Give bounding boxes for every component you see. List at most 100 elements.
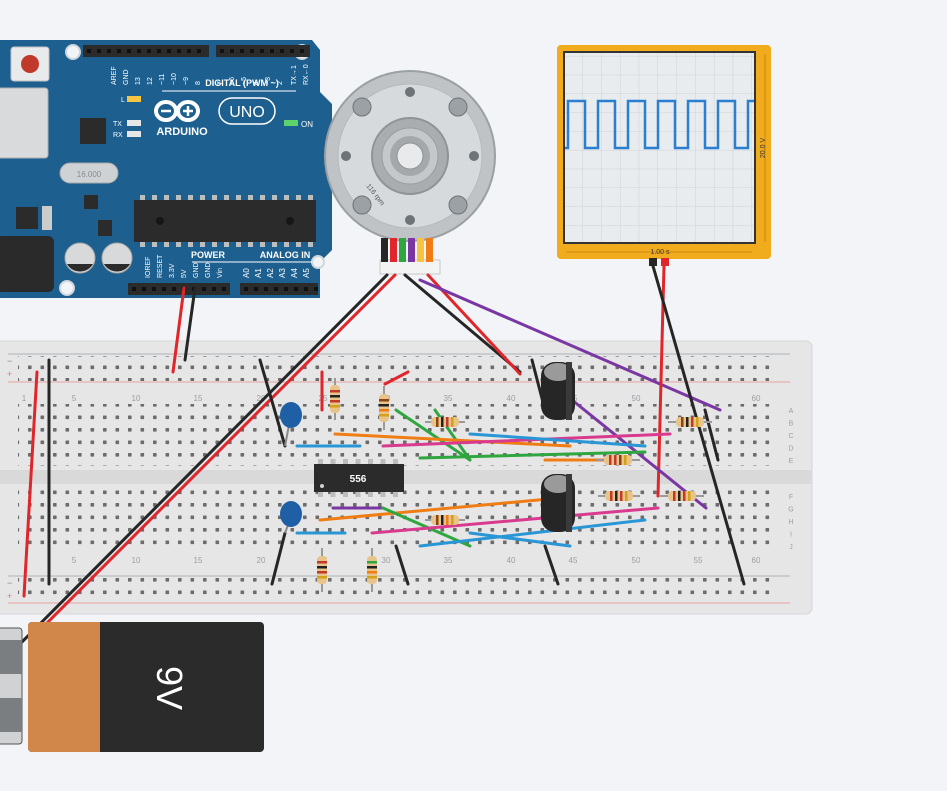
digital-pin-label: 2 bbox=[277, 81, 284, 85]
digital-pin-label: ~11 bbox=[159, 74, 166, 85]
motor-screws bbox=[341, 87, 479, 225]
column-number: 1 bbox=[22, 394, 27, 403]
crystal bbox=[59, 162, 119, 184]
resistor-8[interactable] bbox=[425, 515, 465, 525]
column-number: 35 bbox=[444, 394, 453, 403]
probe-positive[interactable] bbox=[661, 258, 669, 266]
digital-pin-label: 8 bbox=[195, 81, 202, 85]
digital-pin-label: 4 bbox=[253, 81, 260, 85]
resistor-10[interactable] bbox=[367, 548, 377, 592]
rail-minus-bottom: − bbox=[7, 578, 12, 588]
power-header[interactable] bbox=[128, 283, 230, 295]
l-led-label: L bbox=[121, 97, 125, 104]
column-number: 45 bbox=[569, 556, 578, 565]
column-number: 15 bbox=[194, 394, 203, 403]
voltage-scale-label: 20.0 V bbox=[760, 138, 767, 159]
digital-pin-label: ~3 bbox=[265, 77, 272, 85]
electrolytic-capacitor-2[interactable] bbox=[541, 474, 575, 532]
column-number: 50 bbox=[632, 556, 641, 565]
analog-pin-label: A5 bbox=[302, 268, 311, 278]
digital-pin-label: 12 bbox=[147, 77, 154, 85]
digital-pin-label: AREF bbox=[111, 66, 118, 85]
rail-plus-bottom: + bbox=[7, 591, 12, 601]
breadboard[interactable]: − + − + 1510152025303540455060 510152025… bbox=[0, 340, 813, 615]
row-letter: I bbox=[790, 532, 792, 539]
resistor-1[interactable] bbox=[330, 378, 340, 420]
crystal-label: 16.000 bbox=[77, 170, 102, 179]
electrolytic-capacitor-1[interactable] bbox=[541, 362, 575, 420]
ic-556-timer[interactable]: 556 bbox=[314, 459, 404, 497]
row-letter: E bbox=[789, 458, 794, 465]
analog-pin-label: A3 bbox=[278, 268, 287, 278]
ceramic-capacitor-1[interactable] bbox=[280, 402, 302, 447]
ceramic-capacitor-2[interactable] bbox=[280, 501, 302, 534]
analog-pin-label: A1 bbox=[254, 268, 263, 278]
column-number: 30 bbox=[382, 556, 391, 565]
resistor-9[interactable] bbox=[317, 548, 327, 592]
on-label: ON bbox=[301, 120, 313, 129]
bottom-terminal-holes[interactable] bbox=[18, 490, 778, 552]
power-pin-label: 5V bbox=[181, 269, 188, 278]
row-letter: J bbox=[789, 544, 793, 551]
probe-negative[interactable] bbox=[649, 258, 657, 266]
row-letter: F bbox=[789, 494, 793, 501]
column-number: 35 bbox=[444, 556, 453, 565]
resistor-7[interactable] bbox=[660, 491, 704, 501]
column-number: 10 bbox=[132, 556, 141, 565]
column-number: 15 bbox=[194, 556, 203, 565]
row-letter: G bbox=[788, 507, 793, 514]
battery-label: 9V bbox=[149, 666, 190, 710]
power-label: POWER bbox=[191, 250, 226, 260]
power-pin-label: 3.3V bbox=[169, 263, 176, 278]
power-pin-label: IOREF bbox=[145, 257, 152, 278]
tx-led bbox=[127, 120, 141, 126]
digital-pin-label: 7 bbox=[217, 81, 224, 85]
components[interactable]: 556 bbox=[280, 362, 712, 592]
digital-pin-label: GND bbox=[123, 69, 130, 85]
wires[interactable] bbox=[10, 264, 746, 654]
oscilloscope[interactable]: 1.00 s 20.0 V bbox=[557, 45, 771, 266]
rail-minus-top: − bbox=[7, 356, 12, 366]
resistor-5[interactable] bbox=[598, 491, 640, 501]
usb-chip bbox=[80, 118, 106, 144]
column-number: 60 bbox=[752, 556, 761, 565]
digital-header-1[interactable] bbox=[83, 45, 209, 57]
uno-badge bbox=[218, 97, 276, 125]
power-pin-label: RESET bbox=[157, 254, 164, 278]
digital-pin-label: RX←0 bbox=[303, 64, 310, 85]
row-letter: C bbox=[788, 433, 793, 440]
column-number: 5 bbox=[72, 556, 77, 565]
resistor-2[interactable] bbox=[379, 386, 389, 430]
resistor-6[interactable] bbox=[668, 417, 712, 427]
rx-label: RX bbox=[113, 132, 123, 139]
analog-header[interactable] bbox=[240, 283, 318, 295]
ic-label: 556 bbox=[350, 474, 367, 485]
row-letter: D bbox=[788, 446, 793, 453]
motor-hex-screws bbox=[352, 97, 468, 215]
atmega-chip bbox=[134, 200, 316, 242]
tx-label: TX bbox=[113, 121, 122, 128]
digital-pin-label: 13 bbox=[135, 77, 142, 85]
analog-label: ANALOG IN bbox=[260, 250, 311, 260]
motor-shaft bbox=[396, 142, 424, 170]
resistor-3[interactable] bbox=[425, 417, 465, 427]
resistor-4[interactable] bbox=[596, 455, 640, 465]
analog-pin-label: A4 bbox=[290, 268, 299, 278]
analog-pin-label: A2 bbox=[266, 268, 275, 278]
column-number: 40 bbox=[507, 556, 516, 565]
column-number: 40 bbox=[507, 394, 516, 403]
on-led bbox=[284, 120, 298, 126]
usb-port bbox=[0, 87, 49, 159]
dc-gear-motor[interactable]: 116 rpm bbox=[324, 70, 496, 275]
brand-label: ARDUINO bbox=[156, 126, 208, 138]
column-number: 60 bbox=[752, 394, 761, 403]
voltage-regulator bbox=[16, 207, 38, 229]
bottom-rail-holes[interactable] bbox=[18, 578, 778, 603]
battery-9v[interactable]: 9V bbox=[0, 622, 264, 752]
